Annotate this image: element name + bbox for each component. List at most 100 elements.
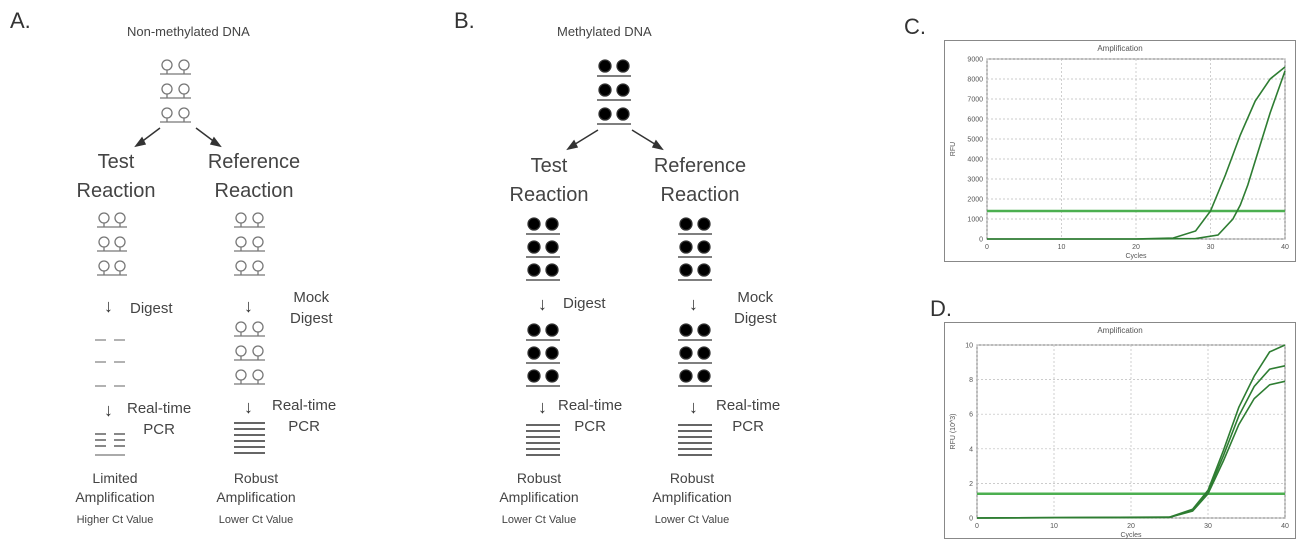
panel-b-ref-step1-line1: Mock (737, 289, 774, 306)
chart-c-ytick-label: 9000 (967, 57, 983, 64)
chart-c-ytick-label: 3000 (967, 177, 983, 184)
panel-b-test-title: Test Reaction (499, 152, 599, 210)
panel-a-top-unmethylated-dna (160, 59, 191, 123)
chart-c-ytick-label: 7000 (967, 97, 983, 104)
chart-c-title: Amplification (1097, 44, 1143, 53)
chart-c-xtick-label: 20 (1132, 244, 1140, 251)
panel-b-test-arrow-1: ↓ (538, 294, 547, 314)
panel-b-ref-pcr-bars (678, 424, 712, 456)
panel-a-ref-title-line2: Reaction (214, 180, 294, 202)
panel-b-test-step1: Digest (563, 295, 606, 312)
panel-b-ref-step2-line2: PCR (732, 418, 764, 435)
panel-a-ref-unmethylated-dna (234, 212, 265, 385)
panel-a-ref-outcome-line2: Amplification (216, 489, 296, 505)
chart-d-ytick-label: 6 (969, 412, 973, 419)
panel-b-test-methylated-dna (526, 217, 560, 387)
panel-a-ref-step2-line2: PCR (288, 418, 320, 435)
panel-b-ref-title: Reference Reaction (640, 152, 760, 210)
panel-a-ref-title-line1: Reference (207, 151, 301, 173)
chart-d-title: Amplification (1097, 326, 1143, 335)
chart-c-ylabel: RFU (950, 142, 957, 156)
chart-c-ytick-label: 5000 (967, 137, 983, 144)
panel-a-ref-title: Reference Reaction (194, 148, 314, 206)
panel-a-ref-ct: Lower Ct Value (218, 514, 294, 526)
panel-b-top-methylated-dna (597, 59, 631, 125)
chart-d-ytick-label: 10 (965, 343, 973, 350)
chart-d-xtick-label: 30 (1204, 523, 1212, 530)
panel-a-test-ct: Higher Ct Value (76, 514, 154, 526)
panel-a-test-step2: Real-time PCR (127, 398, 191, 440)
panel-a-ref-outcome: Robust Amplification Lower Ct Value (196, 469, 316, 530)
chart-c-xtick-label: 0 (985, 244, 989, 251)
panel-b-test-arrow-2: ↓ (538, 397, 547, 417)
panel-b-test-outcome: Robust Amplification Lower Ct Value (483, 469, 595, 530)
panel-a-test-step2-line1: Real-time (127, 400, 192, 417)
panel-b-ref-arrow-2: ↓ (689, 397, 698, 417)
panel-b-letter: B. (454, 8, 475, 33)
panel-b-test-pcr-bars (526, 424, 560, 456)
panel-a-ref-step1: Mock Digest (290, 287, 333, 329)
panel-a-digested-fragments (95, 339, 125, 387)
chart-c-xtick-label: 30 (1207, 244, 1215, 251)
panel-a-test-title: Test Reaction (66, 148, 166, 206)
chart-d-xtick-label: 40 (1281, 523, 1289, 530)
panel-b-ref-title-line2: Reaction (660, 184, 740, 206)
panel-b-test-ct: Lower Ct Value (501, 514, 577, 526)
chart-c-ytick-label: 6000 (967, 117, 983, 124)
panel-a-test-outcome: Limited Amplification Higher Ct Value (55, 469, 175, 530)
panel-a-test-title-line2: Reaction (76, 180, 156, 202)
panel-b-test-step2-line1: Real-time (558, 397, 623, 414)
chart-d-ytick-label: 8 (969, 377, 973, 384)
panel-b-ref-arrow-1: ↓ (689, 294, 698, 314)
panel-b-ref-ct: Lower Ct Value (654, 514, 730, 526)
chart-c-ytick-label: 8000 (967, 77, 983, 84)
panel-a-ref-step2: Real-time PCR (272, 395, 336, 437)
chart-d-ytick-label: 4 (969, 446, 973, 453)
panel-a-robust-pcr-bars (234, 422, 265, 454)
panel-b-ref-step2: Real-time PCR (716, 395, 780, 437)
panel-b-ref-step2-line1: Real-time (716, 397, 781, 414)
panel-a-test-unmethylated-dna (97, 212, 127, 276)
chart-d-ylabel: RFU (10^3) (950, 414, 957, 450)
chart-d-series-3-line (976, 380, 1286, 519)
panel-b-title: Methylated DNA (557, 24, 652, 39)
panel-b-split-arrows (566, 129, 664, 151)
chart-c-ytick-label: 2000 (967, 197, 983, 204)
chart-c-xtick-label: 10 (1058, 244, 1066, 251)
panel-a-title: Non-methylated DNA (127, 24, 250, 39)
panel-a-test-arrow-1: ↓ (104, 296, 113, 316)
chart-d-xtick-label: 0 (975, 523, 979, 530)
panel-a-diagram (95, 59, 265, 456)
panel-b-diagram (526, 59, 712, 456)
panel-b-test-outcome-line1: Robust (516, 470, 562, 486)
panel-a-limited-pcr-bars (95, 433, 125, 456)
chart-c-ytick-label: 4000 (967, 157, 983, 164)
panel-a-ref-step1-line2: Digest (290, 310, 333, 327)
chart-c-xlabel: Cycles (1125, 253, 1147, 260)
chart-d-xtick-label: 10 (1050, 523, 1058, 530)
panel-b-ref-step1: Mock Digest (734, 287, 777, 329)
chart-d-xlabel: Cycles (1120, 532, 1142, 539)
panel-a-ref-arrow-1: ↓ (244, 296, 253, 316)
panel-a-test-step2-line2: PCR (143, 421, 175, 438)
panel-a-ref-outcome-line1: Robust (233, 470, 279, 486)
panel-b-test-title-line1: Test (530, 155, 568, 177)
panel-b-test-outcome-line2: Amplification (499, 489, 579, 505)
panel-b-ref-step1-line2: Digest (734, 310, 777, 327)
panel-b-ref-title-line1: Reference (653, 155, 747, 177)
chart-c-xtick-label: 40 (1281, 244, 1289, 251)
panel-a-ref-step2-line1: Real-time (272, 397, 337, 414)
panel-a-ref-arrow-2: ↓ (244, 397, 253, 417)
panel-a-test-arrow-2: ↓ (104, 400, 113, 420)
panel-b-test-step2: Real-time PCR (558, 395, 622, 437)
panel-a-test-outcome-line2: Amplification (75, 489, 155, 505)
panel-b-test-title-line2: Reaction (509, 184, 589, 206)
panel-d-letter: D. (930, 296, 952, 321)
panel-b-ref-outcome: Robust Amplification Lower Ct Value (636, 469, 748, 530)
panel-a-test-step1: Digest (130, 300, 173, 317)
panel-a-ref-step1-line1: Mock (293, 289, 330, 306)
panel-a-letter: A. (10, 8, 31, 33)
